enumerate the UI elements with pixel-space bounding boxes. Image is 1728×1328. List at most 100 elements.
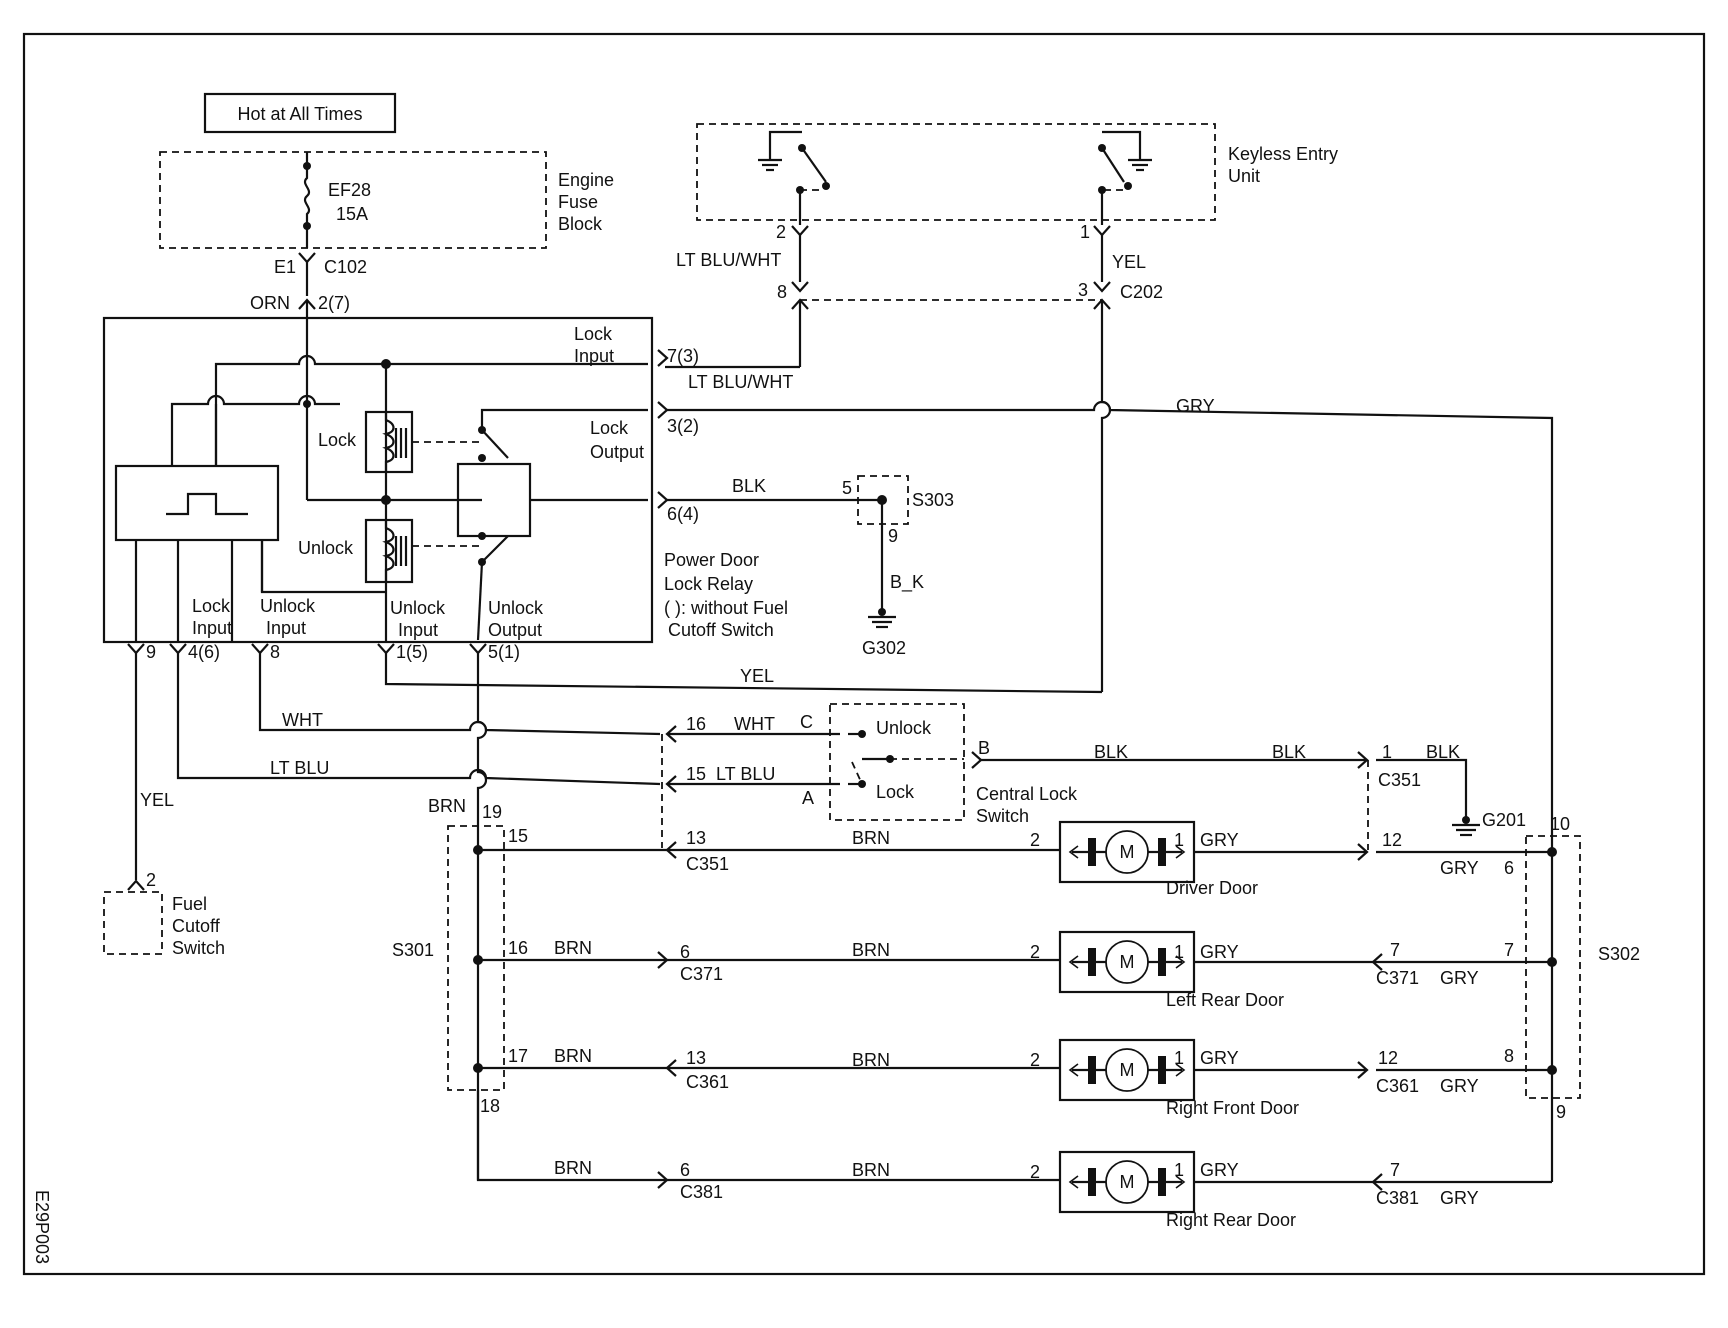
s302-pin-7: 7 <box>1504 940 1514 960</box>
switch-pin-c: C <box>800 712 813 732</box>
rf-motor-pin-2: 2 <box>1030 1050 1040 1070</box>
connector-c202: C202 <box>1120 282 1163 302</box>
relay-lock-input-bottom: Lock <box>192 596 231 616</box>
wire-lt-blu-left: LT BLU <box>270 758 329 778</box>
s302-pin-10: 10 <box>1550 814 1570 834</box>
wire-gry-rr: GRY <box>1200 1160 1239 1180</box>
s301-pin-16: 16 <box>508 938 528 958</box>
wire-b-k: B_K <box>890 572 924 593</box>
wire-brn-rr-1: BRN <box>554 1158 592 1178</box>
s302-pin-9: 9 <box>1556 1102 1566 1122</box>
fuel-cutoff-switch-box <box>103 891 163 955</box>
keyless-switch-right <box>1098 130 1152 225</box>
wire-gry-lr: GRY <box>1200 942 1239 962</box>
power-door-lock-relay-box <box>102 316 654 644</box>
s303-pin-5: 5 <box>842 478 852 498</box>
s301-pin-17: 17 <box>508 1046 528 1066</box>
driver-motor-pin-1: 1 <box>1174 830 1184 850</box>
wire-wht-right: WHT <box>734 714 775 734</box>
figure-id: E29P003 <box>32 1190 52 1264</box>
relay-label: Power Door <box>664 550 759 570</box>
wire-gry-rf-2: GRY <box>1440 1076 1479 1096</box>
pin-15-a: 15 <box>686 764 706 784</box>
relay-label-4: Cutoff Switch <box>668 620 774 640</box>
pin-1-5: 1(5) <box>396 642 428 662</box>
pin-6-c: 6 <box>680 1160 690 1180</box>
relay-unlock-input-2: Unlock <box>390 598 446 618</box>
pin-12-a: 12 <box>1382 830 1402 850</box>
rr-motor-pin-1: 1 <box>1174 1160 1184 1180</box>
wire-brn-rf-1: BRN <box>554 1046 592 1066</box>
left-rear-door-label: Left Rear Door <box>1166 990 1284 1010</box>
rr-motor-pin-2: 2 <box>1030 1162 1040 1182</box>
wire-brn-lr-2: BRN <box>852 940 890 960</box>
relay-lock-input-bottom-2: Input <box>192 618 232 638</box>
keyless-pin-2: 2 <box>776 222 786 242</box>
pin-2-7: 2(7) <box>318 293 350 313</box>
pin-8: 8 <box>270 642 280 662</box>
pin-16-a: 16 <box>686 714 706 734</box>
wire-brn-rf-2: BRN <box>852 1050 890 1070</box>
s302-pin-8: 8 <box>1504 1046 1514 1066</box>
engine-fuse-block-box <box>159 151 547 249</box>
pin-6-4: 6(4) <box>667 504 699 524</box>
c202-pin-8: 8 <box>777 282 787 302</box>
ground-g201: G201 <box>1482 810 1526 830</box>
wire-orn-label: ORN <box>250 293 290 313</box>
wire-brn-lr-1: BRN <box>554 938 592 958</box>
relay-lock-input-label-2: Input <box>574 346 614 366</box>
wire-brn-rr-2: BRN <box>852 1160 890 1180</box>
c351-pin-1: 1 <box>1382 742 1392 762</box>
motor-symbol: M <box>1120 1172 1135 1192</box>
pin-5-1: 5(1) <box>488 642 520 662</box>
motor-left-rear-door: M <box>1058 930 1196 994</box>
keyless-pin-1: 1 <box>1080 222 1090 242</box>
unlock-coil-label: Unlock <box>298 538 354 558</box>
splice-s301-box <box>447 825 505 1091</box>
s301-pin-18: 18 <box>480 1096 500 1116</box>
connector-c361-a: C361 <box>686 1072 729 1092</box>
wire-gry-s302-6: GRY <box>1440 858 1479 878</box>
fuse-rating: 15A <box>336 204 368 224</box>
relay-unlock-input-bottom: Unlock <box>260 596 316 616</box>
wire-blk-1: BLK <box>1094 742 1128 762</box>
pin-7-3: 7(3) <box>667 346 699 366</box>
wire-blk-2: BLK <box>1272 742 1306 762</box>
wire-gry-top: GRY <box>1176 396 1215 416</box>
splice-s302-box <box>1525 835 1581 1099</box>
connector-c381-b: C381 <box>1376 1188 1419 1208</box>
lr-motor-pin-1: 1 <box>1174 942 1184 962</box>
wire-lt-blu-wht-mid: LT BLU/WHT <box>688 372 793 392</box>
pin-9: 9 <box>146 642 156 662</box>
fuel-cutoff-label: Fuel <box>172 894 207 914</box>
ground-g302: G302 <box>862 638 906 658</box>
diagram-frame <box>22 32 1706 1276</box>
relay-unlock-input-bottom-2: Input <box>266 618 306 638</box>
fuse-ef28-label: EF28 <box>328 180 371 200</box>
engine-fuse-block-label-3: Block <box>558 214 603 234</box>
splice-s303: S303 <box>912 490 954 510</box>
driver-door-label: Driver Door <box>1166 878 1258 898</box>
motor-symbol: M <box>1120 842 1135 862</box>
relay-lock-input-label: Lock <box>574 324 613 344</box>
pin-3-2: 3(2) <box>667 416 699 436</box>
relay-unlock-output-2: Output <box>488 620 542 640</box>
s301-pin-15: 15 <box>508 826 528 846</box>
pin-13-b: 13 <box>686 1048 706 1068</box>
connector-c371-b: C371 <box>1376 968 1419 988</box>
relay-label-3: ( ): without Fuel <box>664 598 788 618</box>
keyless-entry-unit-label-2: Unit <box>1228 166 1260 186</box>
connector-c102: C102 <box>324 257 367 277</box>
connector-c371-a: C371 <box>680 964 723 984</box>
pin-7-c: 7 <box>1390 1160 1400 1180</box>
engine-fuse-block-label: Engine <box>558 170 614 190</box>
motor-right-rear-door: M <box>1058 1150 1196 1214</box>
pin-4-6: 4(6) <box>188 642 220 662</box>
fuel-cutoff-label-3: Switch <box>172 938 225 958</box>
lock-coil-label: Lock <box>318 430 357 450</box>
central-lock-switch-box <box>829 703 965 821</box>
pin-13-a: 13 <box>686 828 706 848</box>
wire-yel-fuel: YEL <box>140 790 174 810</box>
relay-lock-output-label: Lock <box>590 418 629 438</box>
